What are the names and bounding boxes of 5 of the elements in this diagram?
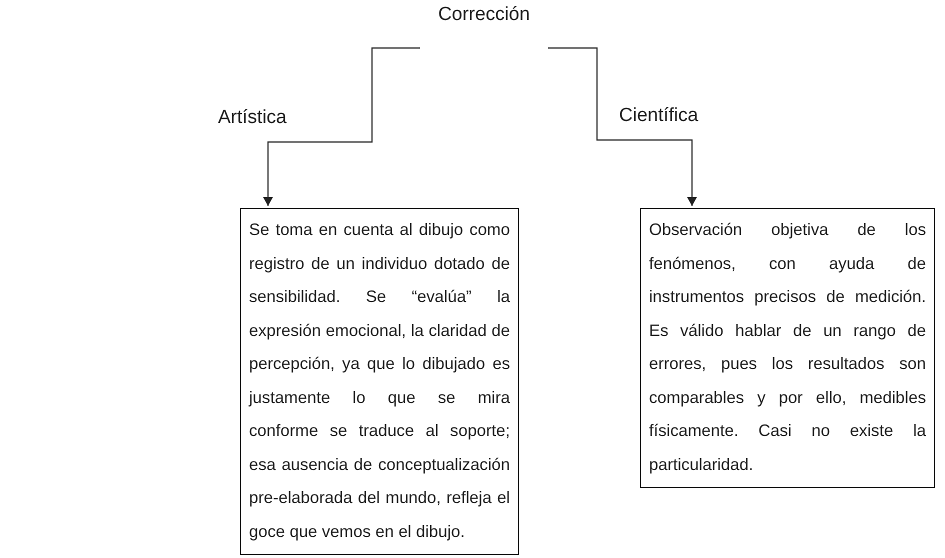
text-box: Observación objetiva de los fenómenos, con ayuda de instrumentos precisos de medición. Es válido hablar de un rango de errores, pues los resultados son comparables y por ello, medibles físicamente. Casi no existe la particularidad. xyxy=(640,208,935,488)
connector-arrow xyxy=(263,47,420,206)
connector-arrow xyxy=(548,47,697,206)
heading-text: Corrección xyxy=(420,4,548,62)
text-box: Se toma en cuenta al dibujo como registro de un individuo dotado de sensibilidad. Se “evalúa” la expresión emocional, la claridad de percepción, ya que lo dibujado es justamente lo que se mira conforme se traduce al soporte; esa ausencia de conceptualización pre-elaborada del mundo, refleja el goce que vemos en el dibujo. xyxy=(240,208,519,555)
